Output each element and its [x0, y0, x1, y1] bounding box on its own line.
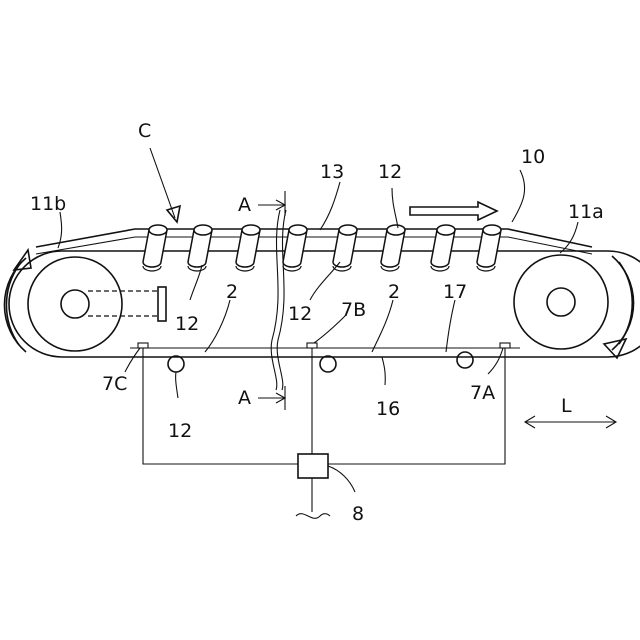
label-11b: 11b	[30, 193, 66, 215]
label-12-top: 12	[378, 161, 402, 183]
label-7c: 7C	[102, 373, 127, 395]
drive-motor	[88, 287, 166, 321]
workpiece-12	[188, 225, 212, 271]
sensor-7a	[500, 343, 510, 348]
workpiece-12	[143, 225, 167, 271]
belt-right-end	[608, 251, 640, 357]
controller-8-box	[298, 454, 328, 478]
conveyor-belt	[9, 229, 640, 357]
label-12-left: 12	[175, 313, 199, 335]
label-13: 13	[320, 161, 344, 183]
controller-wiring	[143, 348, 505, 518]
workpiece-12	[477, 225, 501, 271]
workpiece-12	[236, 225, 260, 271]
pulley-11a	[514, 255, 608, 349]
workpiece-12	[431, 225, 455, 271]
c-pointer-arrow-icon	[150, 148, 180, 222]
lower-roller-right	[457, 352, 473, 368]
label-12-mid: 12	[288, 303, 312, 325]
section-arrow-top-icon	[258, 191, 285, 216]
workpiece-12	[283, 225, 307, 271]
label-16: 16	[376, 398, 400, 420]
label-c: C	[138, 120, 151, 142]
label-2-right: 2	[388, 281, 400, 303]
label-11a: 11a	[568, 201, 604, 223]
label-10: 10	[521, 146, 545, 168]
workpieces	[143, 225, 501, 271]
upper-belt-run	[36, 229, 592, 247]
l-double-arrow-icon	[525, 416, 616, 428]
workpiece-12	[381, 225, 405, 271]
sensor-7b	[307, 343, 317, 348]
section-arrow-bottom-icon	[258, 386, 285, 410]
sensor-7c	[138, 343, 148, 348]
lower-roller-mid	[320, 356, 336, 372]
workpiece-12	[333, 225, 357, 271]
label-12-below: 12	[168, 420, 192, 442]
pulley-11b	[28, 257, 122, 351]
lower-roller-left	[168, 356, 184, 372]
label-7b: 7B	[341, 299, 366, 321]
label-a-top: A	[238, 194, 251, 216]
label-a-bottom: A	[238, 387, 251, 409]
leader-lines	[58, 170, 578, 492]
label-17: 17	[443, 281, 467, 303]
label-7a: 7A	[470, 382, 495, 404]
travel-direction-arrow-icon	[410, 202, 497, 220]
label-2-left: 2	[226, 281, 238, 303]
label-l: L	[561, 395, 572, 417]
label-8: 8	[352, 503, 364, 525]
